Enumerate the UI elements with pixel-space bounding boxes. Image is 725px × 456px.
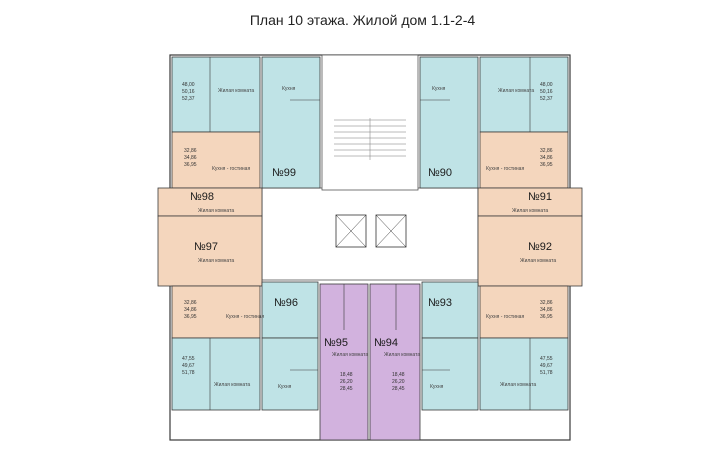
- apartment-94[interactable]: №94 Жилая комната 18,48 26,20 28,45: [369, 283, 421, 441]
- apt-kitchen: Кухня: [282, 86, 296, 92]
- apt-number: №95: [324, 337, 348, 349]
- apt-area: 18,48: [392, 372, 405, 378]
- apt-area: 34,86: [540, 307, 553, 313]
- apt-area: 28,45: [392, 386, 405, 392]
- apt-area: 36,95: [184, 314, 197, 320]
- apartment-92[interactable]: №92 Жилая комната: [477, 215, 583, 287]
- apt-room: Жилая комната: [512, 208, 548, 214]
- apartment-91[interactable]: №91 Кухня - гостиная Жилая комната 32,86…: [477, 131, 583, 217]
- apt-number: №98: [190, 191, 214, 203]
- apt-area: 26,20: [392, 379, 405, 385]
- apt-kitchen: Кухня - гостиная: [486, 314, 524, 320]
- apt-area: 32,86: [540, 300, 553, 306]
- apartment-93[interactable]: №93 Кухня - гостиная 32,86 34,86 36,95: [421, 281, 569, 339]
- apt-area: 47,55: [182, 356, 195, 362]
- apt-area: 48,00: [182, 82, 195, 88]
- apt-area: 32,86: [540, 148, 553, 154]
- common-corridor: [261, 187, 479, 281]
- apt-area: 36,95: [540, 162, 553, 168]
- apartment-98[interactable]: №98 Кухня - гостиная Жилая комната 32,86…: [157, 131, 263, 217]
- apt-number: №90: [428, 167, 452, 179]
- apartment-90[interactable]: №90 Жилая комната Кухня 48,00 50,16 52,3…: [419, 56, 569, 189]
- apt-area: 50,16: [540, 89, 553, 95]
- apt-area: 34,86: [540, 155, 553, 161]
- apt-room: Жилая комната: [500, 382, 536, 388]
- apt-area: 36,95: [184, 162, 197, 168]
- apt-number: №96: [274, 297, 298, 309]
- apartment-bottom-right[interactable]: Кухня Жилая комната 47,55 49,67 51,78: [421, 337, 569, 411]
- apt-area: 34,86: [184, 307, 197, 313]
- apt-room: Жилая комната: [384, 352, 420, 358]
- apt-kitchen: Кухня: [430, 384, 444, 390]
- apt-kitchen: Кухня: [432, 86, 446, 92]
- apt-room: Жилая комната: [498, 88, 534, 94]
- apt-number: №91: [528, 191, 552, 203]
- apt-kitchen: Кухня - гостиная: [226, 314, 264, 320]
- apt-room: Жилая комната: [332, 352, 368, 358]
- apt-number: №94: [374, 337, 398, 349]
- apt-room: Жилая комната: [218, 88, 254, 94]
- apt-number: №99: [272, 167, 296, 179]
- apt-area: 34,86: [184, 155, 197, 161]
- apt-area: 52,37: [182, 96, 195, 102]
- apt-kitchen: Кухня: [278, 384, 292, 390]
- apt-room: Жилая комната: [214, 382, 250, 388]
- apt-area: 26,20: [340, 379, 353, 385]
- apt-area: 47,55: [540, 356, 553, 362]
- apt-area: 52,37: [540, 96, 553, 102]
- elevator-left-cross-b: [335, 214, 367, 248]
- stair-flights: [334, 118, 406, 160]
- apt-room: Жилая комната: [198, 208, 234, 214]
- apt-number: №92: [528, 241, 552, 253]
- interior-walls: [209, 57, 531, 410]
- apartment-96[interactable]: №96 Кухня - гостиная 32,86 34,86 36,95: [171, 281, 319, 339]
- apt-number: №93: [428, 297, 452, 309]
- apt-area: 50,16: [182, 89, 195, 95]
- apt-area: 51,78: [182, 370, 195, 376]
- apartment-97[interactable]: №97 Жилая комната: [157, 215, 263, 287]
- apt-area: 32,86: [184, 300, 197, 306]
- apartment-bottom-left[interactable]: Кухня Жилая комната 47,55 49,67 51,78: [171, 337, 319, 411]
- plan-title: План 10 этажа. Жилой дом 1.1-2-4: [249, 12, 476, 28]
- apt-area: 32,86: [184, 148, 197, 154]
- elevator-right-cross-b: [375, 214, 407, 248]
- apt-room: Жилая комната: [520, 258, 556, 264]
- apt-area: 51,78: [540, 370, 553, 376]
- apt-area: 49,67: [182, 363, 195, 369]
- apt-area: 28,45: [340, 386, 353, 392]
- apt-number: №97: [194, 241, 218, 253]
- apt-kitchen: Кухня - гостиная: [212, 166, 250, 172]
- apt-area: 48,00: [540, 82, 553, 88]
- apartment-99[interactable]: №99 Жилая комната Кухня 48,00 50,16 52,3…: [171, 56, 321, 189]
- apt-room: Жилая комната: [198, 258, 234, 264]
- apt-area: 36,95: [540, 314, 553, 320]
- apt-area: 49,67: [540, 363, 553, 369]
- apt-kitchen: Кухня - гостиная: [486, 166, 524, 172]
- apt-area: 18,48: [340, 372, 353, 378]
